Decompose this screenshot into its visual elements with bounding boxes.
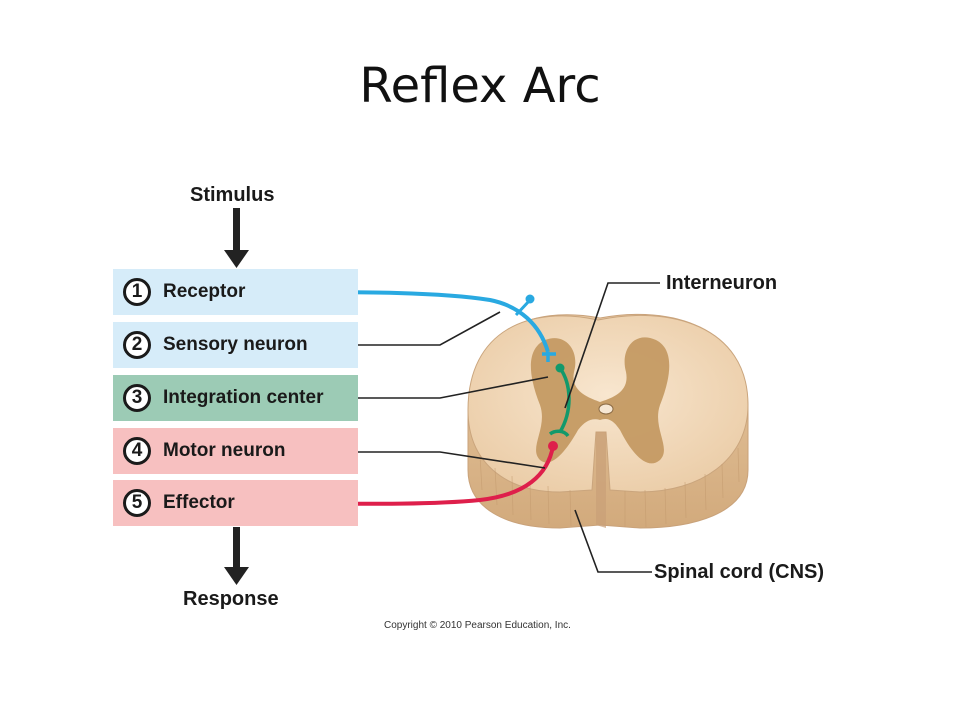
copyright-text: Copyright © 2010 Pearson Education, Inc.	[384, 620, 571, 631]
stimulus-label: Stimulus	[190, 184, 275, 206]
step-number-badge: 5	[123, 489, 151, 517]
page-title: Reflex Arc	[359, 58, 601, 114]
step-number-badge: 4	[123, 437, 151, 465]
step-label: Integration center	[163, 387, 324, 408]
step-number-badge: 1	[123, 278, 151, 306]
step-label: Effector	[163, 492, 235, 513]
interneuron-label: Interneuron	[666, 272, 778, 294]
step-receptor: 1 Receptor	[113, 269, 358, 315]
step-number-badge: 2	[123, 331, 151, 359]
step-sensory-neuron: 2 Sensory neuron	[113, 322, 358, 368]
spinal-cord-label: Spinal cord (CNS)	[654, 561, 825, 583]
response-label: Response	[183, 588, 279, 610]
response-arrow	[224, 527, 249, 585]
step-motor-neuron: 4 Motor neuron	[113, 428, 358, 474]
step-label: Motor neuron	[163, 440, 286, 461]
step-integration-center: 3 Integration center	[113, 375, 358, 421]
stimulus-arrow	[224, 208, 249, 268]
leader-lines	[358, 282, 660, 573]
spinal-cord	[467, 313, 749, 529]
step-label: Sensory neuron	[163, 334, 308, 355]
step-number-badge: 3	[123, 384, 151, 412]
step-label: Receptor	[163, 281, 246, 302]
step-effector: 5 Effector	[113, 480, 358, 526]
